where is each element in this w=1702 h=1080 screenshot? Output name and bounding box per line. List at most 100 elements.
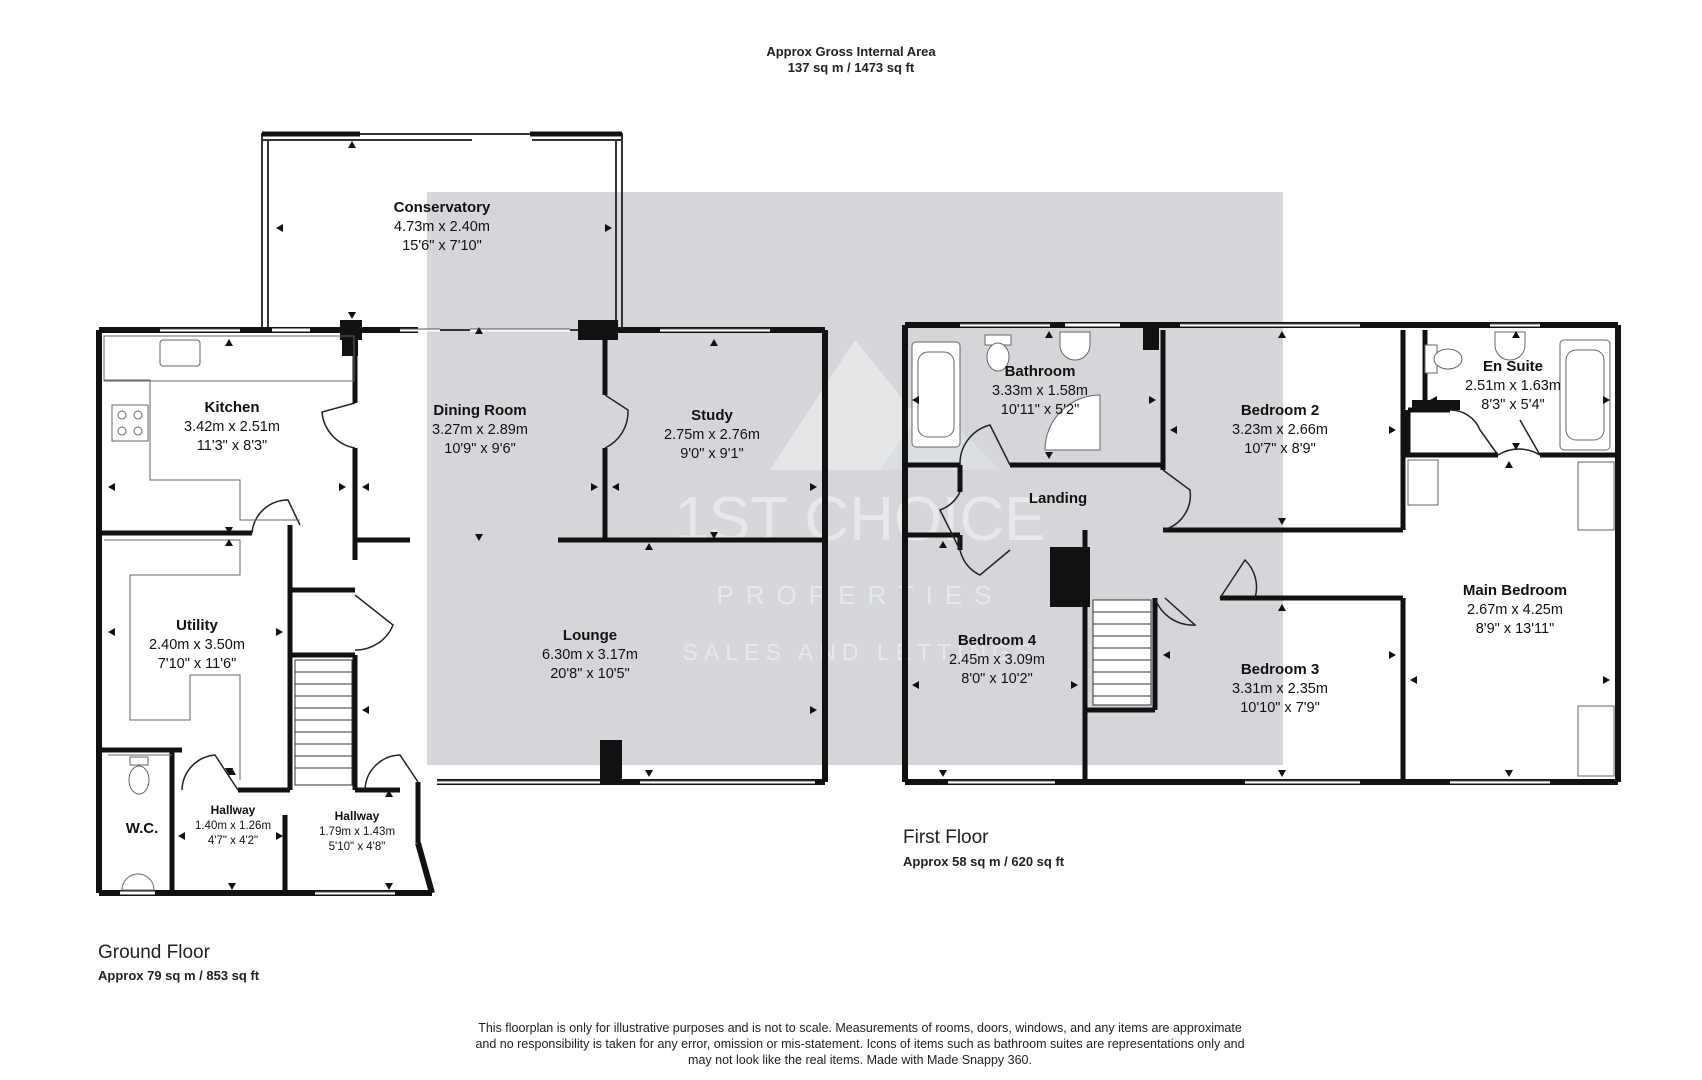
room-name: Landing	[1029, 490, 1087, 507]
hob-icon	[111, 404, 149, 442]
kitchen-sink-icon	[159, 339, 201, 367]
room-name: Utility	[176, 617, 218, 634]
first-windows	[948, 323, 1550, 784]
room-name: Lounge	[563, 627, 617, 644]
room-name: Bedroom 3	[1241, 661, 1319, 678]
room-metric: 3.33m x 1.58m	[992, 383, 1088, 399]
room-imperial: 10'10" x 7'9"	[1240, 700, 1320, 716]
room-conservatory: Conservatory 4.73m x 2.40m 15'6" x 7'10"	[394, 199, 491, 254]
room-name: Bedroom 4	[958, 632, 1037, 649]
room-name: Dining Room	[433, 402, 526, 419]
gross-area-header: Approx Gross Internal Area 137 sq m / 14…	[0, 44, 1702, 76]
room-imperial: 8'0" x 10'2"	[961, 671, 1032, 687]
toilet-cistern-icon	[129, 756, 149, 766]
room-hallway-1: Hallway 1.40m x 1.26m 4'7" x 4'2"	[195, 803, 271, 847]
room-imperial: 15'6" x 7'10"	[402, 238, 482, 254]
room-name: Bathroom	[1005, 363, 1076, 380]
first-window-glass	[948, 323, 1550, 782]
room-kitchen: Kitchen 3.42m x 2.51m 11'3" x 8'3"	[184, 399, 280, 454]
ground-room-labels: Conservatory 4.73m x 2.40m 15'6" x 7'10"…	[126, 199, 760, 853]
room-wc: W.C.	[126, 820, 159, 837]
ensuite-fixtures	[1424, 331, 1611, 451]
bathroom-fixtures	[911, 331, 1101, 451]
ground-internal-walls	[99, 330, 825, 893]
main-bedroom-wardrobes	[1407, 459, 1615, 777]
first-internal-walls	[905, 330, 1618, 782]
room-name: Hallway	[211, 803, 256, 817]
room-name: Study	[691, 407, 733, 424]
utility-fixtures	[104, 539, 241, 780]
room-name: Conservatory	[394, 199, 491, 216]
room-name: En Suite	[1483, 358, 1543, 375]
gross-area-value: 137 sq m / 1473 sq ft	[787, 60, 915, 75]
room-main-bedroom: Main Bedroom 2.67m x 4.25m 8'9" x 13'11"	[1463, 582, 1567, 637]
watermark-sub: PROPERTIES	[716, 580, 1003, 610]
room-bedroom-4: Bedroom 4 2.45m x 3.09m 8'0" x 10'2"	[949, 632, 1045, 687]
ground-stairs	[294, 659, 353, 786]
room-study: Study 2.75m x 2.76m 9'0" x 9'1"	[664, 407, 760, 462]
toilet-icon	[128, 765, 150, 795]
wc-fixtures	[108, 754, 172, 891]
ground-floor-plan	[96, 131, 828, 896]
shower-icon	[1044, 394, 1101, 451]
first-stairs	[1092, 599, 1152, 706]
room-imperial: 11'3" x 8'3"	[197, 438, 267, 454]
basin-icon	[121, 873, 155, 891]
disclaimer-line-1: This floorplan is only for illustrative …	[478, 1021, 1242, 1035]
kitchen-fixtures	[103, 335, 355, 521]
room-imperial: 20'8" x 10'5"	[550, 666, 630, 682]
room-metric: 3.31m x 2.35m	[1232, 681, 1328, 697]
disclaimer-line-2: and no responsibility is taken for any e…	[475, 1037, 1245, 1051]
room-metric: 3.23m x 2.66m	[1232, 422, 1328, 438]
ground-window-glass	[160, 328, 815, 893]
first-doors	[938, 409, 1541, 626]
ensuite-basin-icon	[1494, 331, 1526, 361]
room-metric: 1.79m x 1.43m	[319, 826, 395, 838]
ground-floor-title: Ground Floor	[98, 942, 210, 963]
room-metric: 6.30m x 3.17m	[542, 647, 638, 663]
room-imperial: 10'9" x 9'6"	[444, 441, 515, 457]
room-imperial: 5'10" x 4'8"	[329, 841, 386, 853]
room-hallway-2: Hallway 1.79m x 1.43m 5'10" x 4'8"	[319, 809, 395, 853]
ground-doors	[181, 394, 629, 791]
room-metric: 3.27m x 2.89m	[432, 422, 528, 438]
room-bedroom-3: Bedroom 3 3.31m x 2.35m 10'10" x 7'9"	[1232, 661, 1328, 716]
room-imperial: 8'3" x 5'4"	[1481, 397, 1544, 413]
room-imperial: 9'0" x 9'1"	[680, 446, 743, 462]
room-metric: 1.40m x 1.26m	[195, 820, 271, 832]
room-metric: 3.42m x 2.51m	[184, 419, 280, 435]
room-name: Hallway	[335, 809, 380, 823]
room-imperial: 4'7" x 4'2"	[208, 835, 258, 847]
ground-floor-area: Approx 79 sq m / 853 sq ft	[98, 968, 260, 983]
watermark-tag: SALES AND LETTINGS	[683, 639, 1038, 665]
room-dining: Dining Room 3.27m x 2.89m 10'9" x 9'6"	[432, 402, 528, 457]
room-lounge: Lounge 6.30m x 3.17m 20'8" x 10'5"	[542, 627, 638, 682]
room-metric: 4.73m x 2.40m	[394, 219, 490, 235]
first-floor-plan	[902, 322, 1621, 785]
disclaimer: This floorplan is only for illustrative …	[420, 1020, 1300, 1068]
room-landing: Landing	[1029, 490, 1087, 507]
room-imperial: 8'9" x 13'11"	[1476, 621, 1554, 637]
room-imperial: 7'10" x 11'6"	[158, 656, 236, 672]
dimension-arrows	[108, 141, 1610, 890]
gross-area-label: Approx Gross Internal Area	[766, 44, 936, 59]
bathroom-basin-icon	[1059, 331, 1091, 361]
room-metric: 2.51m x 1.63m	[1465, 378, 1561, 394]
room-bedroom-2: Bedroom 2 3.23m x 2.66m 10'7" x 8'9"	[1232, 402, 1328, 457]
first-room-labels: Bathroom 3.33m x 1.58m 10'11" x 5'2" Bed…	[949, 358, 1567, 716]
room-imperial: 10'7" x 8'9"	[1244, 441, 1315, 457]
room-metric: 2.75m x 2.76m	[664, 427, 760, 443]
room-metric: 2.45m x 3.09m	[949, 652, 1045, 668]
room-name: Main Bedroom	[1463, 582, 1567, 599]
room-en-suite: En Suite 2.51m x 1.63m 8'3" x 5'4"	[1465, 358, 1561, 413]
watermark-brand: 1ST CHOICE	[675, 485, 1046, 554]
first-floor-title: First Floor	[903, 827, 989, 848]
first-floor-area: Approx 58 sq m / 620 sq ft	[903, 854, 1065, 869]
ground-windows	[120, 328, 815, 895]
room-metric: 2.40m x 3.50m	[149, 637, 245, 653]
room-name: W.C.	[126, 820, 159, 837]
room-imperial: 10'11" x 5'2"	[1001, 402, 1079, 418]
room-metric: 2.67m x 4.25m	[1467, 602, 1563, 618]
room-name: Kitchen	[204, 399, 259, 416]
